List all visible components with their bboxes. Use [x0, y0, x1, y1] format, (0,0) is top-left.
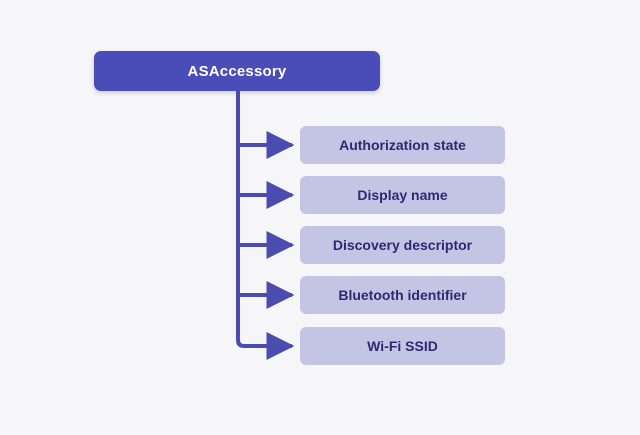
child-node-label: Bluetooth identifier [338, 287, 467, 303]
child-node-label: Authorization state [339, 137, 466, 153]
root-node-asaccessory[interactable]: ASAccessory [94, 51, 380, 91]
child-node-authorization-state[interactable]: Authorization state [300, 126, 505, 164]
child-node-display-name[interactable]: Display name [300, 176, 505, 214]
child-node-wifi-ssid[interactable]: Wi-Fi SSID [300, 327, 505, 365]
trunk-line [236, 91, 250, 348]
child-node-label: Display name [357, 187, 448, 203]
root-node-label: ASAccessory [187, 62, 287, 80]
child-node-bluetooth-identifier[interactable]: Bluetooth identifier [300, 276, 505, 314]
child-node-label: Wi-Fi SSID [367, 338, 438, 354]
child-node-label: Discovery descriptor [332, 237, 473, 253]
child-node-discovery-descriptor[interactable]: Discovery descriptor [300, 226, 505, 264]
